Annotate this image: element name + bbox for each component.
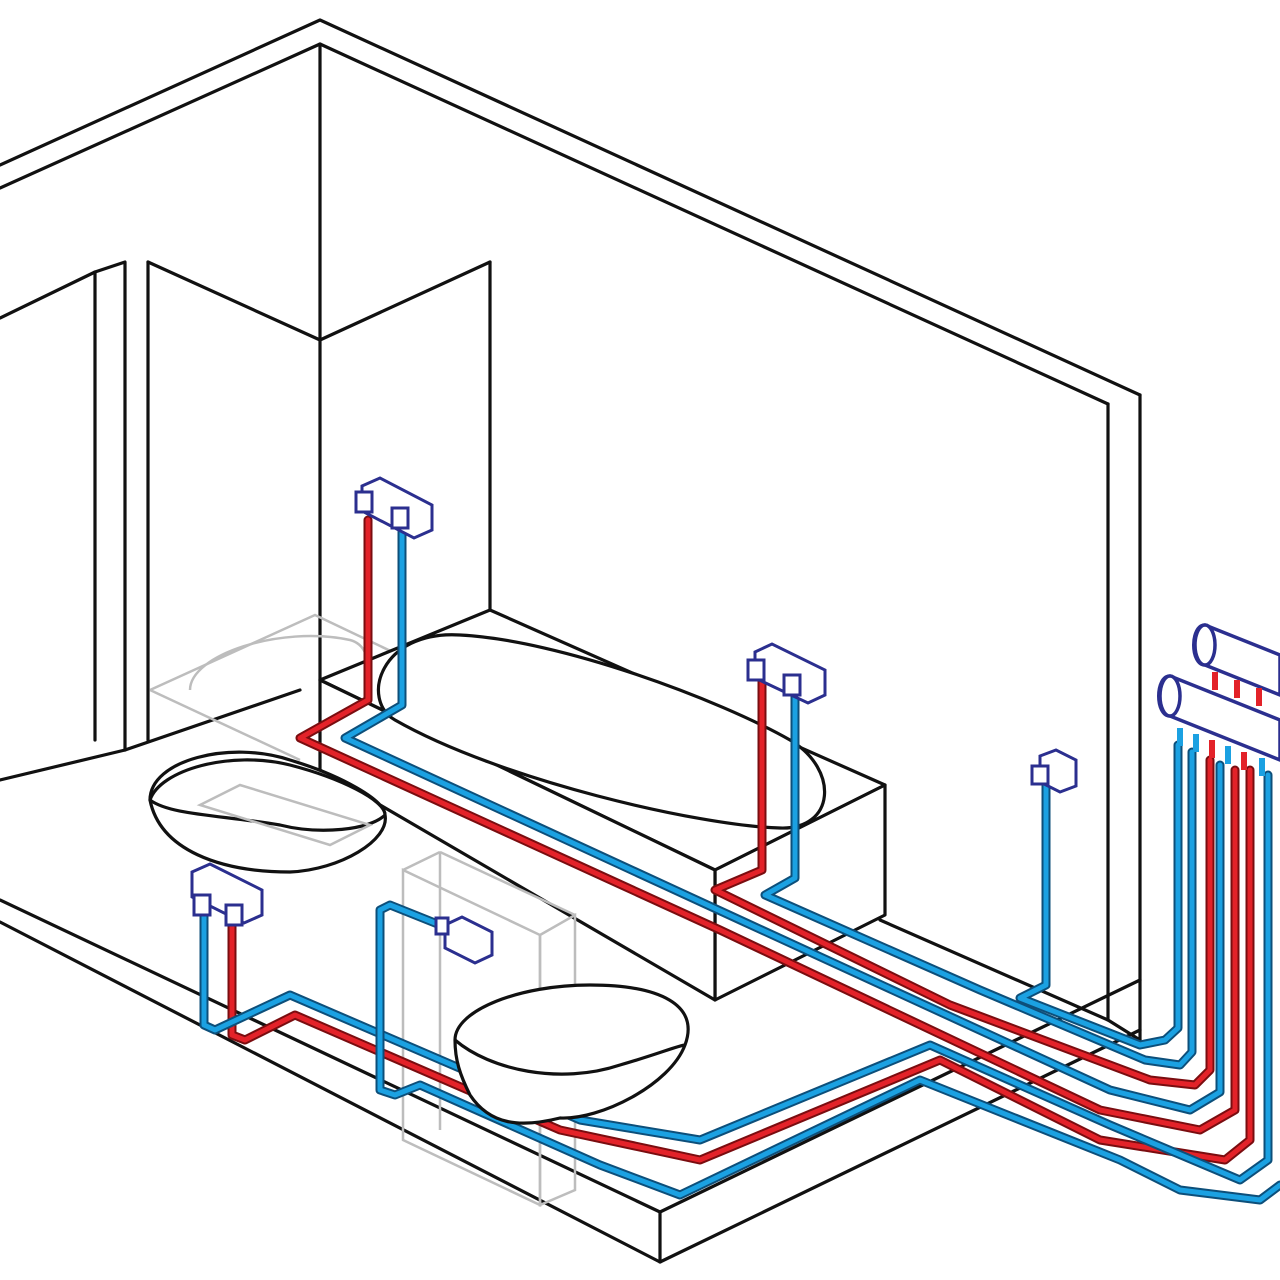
wc-frame-top bbox=[402, 850, 441, 872]
pipe-shower-hot bbox=[297, 517, 1238, 1133]
wc-frame-top2 bbox=[439, 850, 576, 917]
right-wall-bottom bbox=[1106, 1018, 1142, 1042]
basin-mixer-handle-cold bbox=[192, 893, 212, 917]
shower-tray-edge bbox=[149, 688, 301, 762]
back-wall-top-outer bbox=[0, 18, 1142, 397]
bath-mixer-handle-cold bbox=[782, 673, 802, 697]
hot-water-manifold bbox=[1192, 623, 1280, 706]
cistern-valve-body bbox=[443, 915, 494, 965]
left-partition-base bbox=[0, 748, 127, 782]
pipe-shower-cold bbox=[342, 519, 1223, 1113]
pipe-basin-hot bbox=[229, 767, 1253, 1163]
left-partition-outer bbox=[0, 260, 127, 752]
floor-wall-junction-right bbox=[878, 918, 1110, 1022]
shower-mixer-handle-cold bbox=[390, 506, 410, 530]
pipe-wc-cold bbox=[377, 902, 1280, 1203]
washbasin bbox=[148, 750, 387, 874]
shower-mixer-handle-hot bbox=[354, 490, 374, 514]
washbasin-inner-rect bbox=[196, 783, 374, 847]
fittings bbox=[190, 476, 1078, 965]
cold-manifold-end-cap bbox=[1158, 674, 1182, 718]
basin-mixer-plate bbox=[190, 862, 264, 925]
utility-tap bbox=[1030, 748, 1078, 794]
cistern-valve-inlet bbox=[434, 916, 450, 936]
back-wall-top-inner bbox=[0, 42, 1110, 406]
pipe-network bbox=[199, 515, 1280, 1205]
cistern-valve bbox=[434, 915, 494, 965]
bath-mixer bbox=[746, 642, 827, 705]
bathtub-inner-basin bbox=[376, 633, 826, 830]
utility-tap-handle bbox=[1030, 764, 1050, 786]
hot-manifold-end-cap bbox=[1193, 623, 1217, 667]
toilet-seat-line bbox=[453, 1038, 686, 1076]
shower-mixer bbox=[354, 476, 434, 540]
bath-mixer-handle-hot bbox=[746, 658, 766, 682]
manifolds bbox=[1157, 623, 1280, 776]
wall-hung-toilet bbox=[453, 983, 690, 1125]
pipe-bath-hot bbox=[712, 677, 1213, 1088]
pipe-basin-cold bbox=[201, 772, 1271, 1183]
cold-water-manifold bbox=[1157, 674, 1280, 776]
pipe-bath-cold bbox=[762, 687, 1195, 1068]
basin-mixer-handle-hot bbox=[224, 903, 244, 927]
pipe-utility-cold bbox=[1017, 742, 1181, 1048]
basin-mixer bbox=[190, 862, 264, 927]
